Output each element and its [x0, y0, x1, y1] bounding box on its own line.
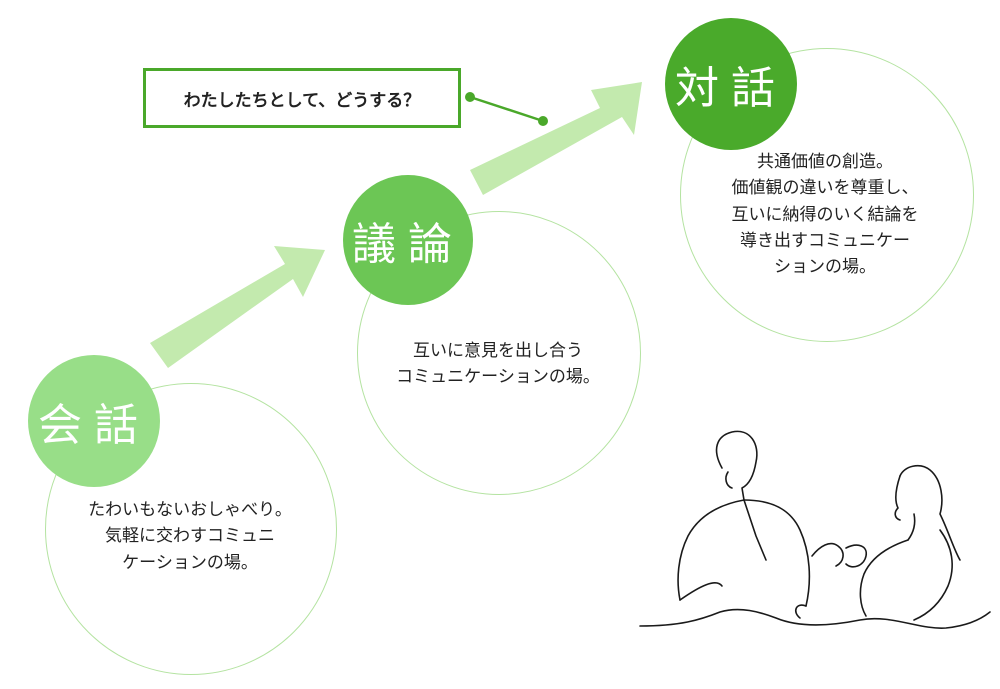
stage-dialogue-badge: 対話: [665, 18, 797, 150]
stage-conversation-description: たわいもないおしゃべり。 気軽に交わすコミュニ ケーションの場。: [88, 500, 292, 573]
stage-conversation-title: 会話: [38, 400, 150, 451]
stage-dialogue-description: 共通価値の創造。 価値観の違いを尊重し、 互いに納得のいく結論を 導き出すコミュ…: [731, 152, 919, 278]
callout-box: わたしたちとして、どうする？: [143, 68, 461, 128]
callout-connector: [465, 92, 548, 126]
arrow-2: [470, 82, 642, 195]
stage-discussion-title: 議論: [352, 219, 464, 270]
stage-dialogue-title: 対話: [675, 63, 787, 114]
stage-discussion-badge: 議論: [343, 175, 473, 305]
stage-conversation-badge: 会話: [28, 355, 160, 487]
callout-text: わたしたちとして、どうする？: [183, 90, 421, 111]
arrow-1: [150, 246, 325, 368]
stage-discussion-description: 互いに意見を出し合う コミュニケーションの場。: [396, 341, 600, 388]
two-people-talking-icon: [639, 430, 991, 629]
